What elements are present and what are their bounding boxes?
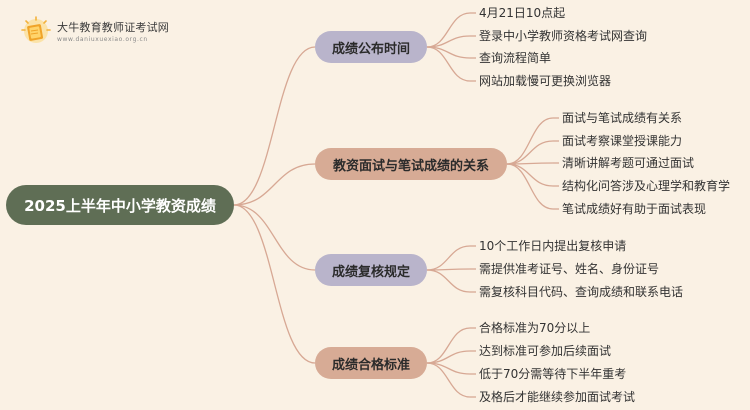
connector-line (233, 163, 316, 206)
branch-review-rules[interactable]: 成绩复核规定 (315, 254, 427, 286)
leaf-item: 清晰讲解考题可通过面试 (562, 156, 695, 170)
leaf-item: 10个工作日内提出复核申请 (479, 239, 627, 253)
leaf-item: 结构化问答涉及心理学和教育学 (562, 179, 731, 193)
connector-line (426, 327, 471, 364)
leaf-item: 4月21日10点起 (479, 6, 566, 20)
logo-name: 大牛教育教师证考试网 (57, 21, 169, 34)
leaf-item: 查询流程简单 (479, 51, 552, 65)
leaf-item: 面试考察课堂授课能力 (562, 134, 683, 148)
connector-line (233, 204, 316, 364)
connector-line (233, 204, 316, 271)
book-logo-icon (21, 16, 51, 43)
branch-interview-written-relation[interactable]: 教资面试与笔试成绩的关系 (315, 148, 507, 180)
connector-line (506, 140, 554, 165)
leaf-item: 及格后才能继续参加面试考试 (479, 390, 636, 404)
root-node[interactable]: 2025上半年中小学教资成绩 (6, 185, 234, 225)
site-logo[interactable]: 大牛教育教师证考试网 www.daniuxuexiao.org.cn (20, 16, 170, 46)
leaf-item: 达到标准可参加后续面试 (479, 344, 612, 358)
connector-line (426, 46, 471, 82)
connector-line (233, 46, 316, 206)
leaf-item: 登录中小学教师资格考试网查询 (479, 29, 648, 43)
connector-line (426, 245, 471, 271)
connector-line (426, 12, 471, 48)
connector-line (506, 163, 554, 210)
leaf-item: 面试与笔试成绩有关系 (562, 111, 683, 125)
leaf-item: 需复核科目代码、查询成绩和联系电话 (479, 285, 684, 299)
connector-line (426, 362, 471, 398)
logo-url: www.daniuxuexiao.org.cn (57, 36, 148, 43)
leaf-item: 合格标准为70分以上 (479, 321, 591, 335)
leaf-item: 需提供准考证号、姓名、身份证号 (479, 262, 660, 276)
leaf-item: 低于70分需等待下半年重考 (479, 367, 627, 381)
branch-release-time[interactable]: 成绩公布时间 (315, 31, 427, 63)
leaf-item: 网站加载慢可更换浏览器 (479, 74, 612, 88)
branch-pass-standard[interactable]: 成绩合格标准 (315, 347, 427, 379)
connector-line (426, 269, 471, 293)
leaf-item: 笔试成绩好有助于面试表现 (562, 202, 707, 216)
connector-line (506, 117, 554, 165)
connector-line (506, 163, 554, 187)
